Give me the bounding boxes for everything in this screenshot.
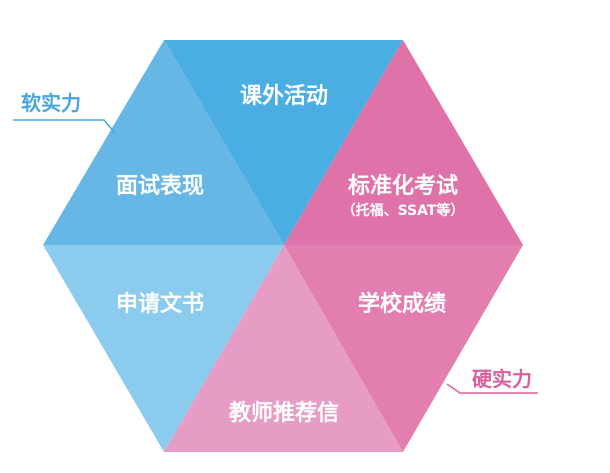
segment-label-bottom: 教师推荐信 xyxy=(229,400,339,426)
segment-sublabel-upper-right: （托福、SSAT等） xyxy=(342,202,465,219)
segment-upper-left xyxy=(43,40,284,245)
segment-label-lower-right: 学校成绩 xyxy=(358,291,446,317)
segment-label-lower-left: 申请文书 xyxy=(116,291,204,317)
segment-lower-left xyxy=(43,245,284,452)
hard-power-line xyxy=(446,383,538,394)
hard-power-label: 硬实力 xyxy=(472,367,532,391)
segment-label-upper-left: 面试表现 xyxy=(116,174,204,199)
segment-label-top: 课外活动 xyxy=(240,83,328,109)
segment-lower-right xyxy=(284,245,523,452)
soft-power-label: 软实力 xyxy=(21,91,81,115)
segment-top xyxy=(164,40,403,245)
segment-label-upper-right: 标准化考试 xyxy=(348,173,458,199)
soft-power-line xyxy=(13,119,116,134)
segment-bottom xyxy=(164,245,403,452)
segment-upper-right xyxy=(284,40,523,245)
